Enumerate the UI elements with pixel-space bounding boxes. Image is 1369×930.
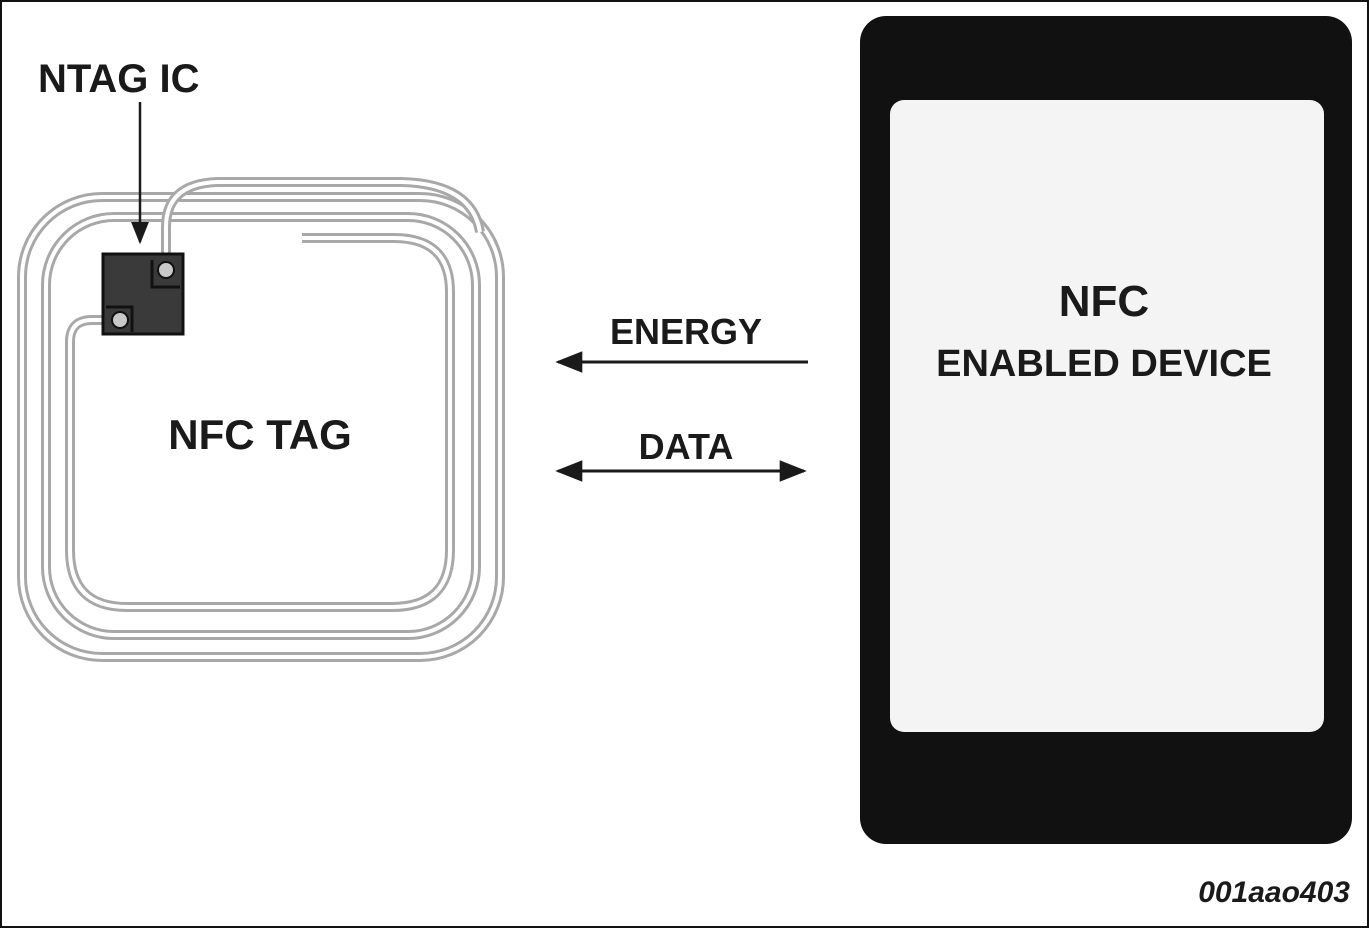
device-label-nfc: NFC: [1059, 277, 1149, 326]
ntag-ic-label: NTAG IC: [38, 57, 199, 101]
chip-contact-top: [157, 261, 175, 279]
chip-contact-left: [111, 311, 129, 329]
nfc-enabled-device: NFC ENABLED DEVICE: [860, 16, 1352, 844]
antenna-coil: [17, 177, 505, 662]
energy-label: ENERGY: [610, 311, 762, 352]
figure-id: 001aao403: [1198, 876, 1350, 909]
nfc-tag-label: NFC TAG: [168, 411, 352, 458]
data-label: DATA: [639, 426, 734, 467]
device-label-enabled: ENABLED DEVICE: [936, 343, 1272, 385]
ntag-ic-chip: [101, 252, 185, 336]
device-screen: [890, 100, 1324, 732]
